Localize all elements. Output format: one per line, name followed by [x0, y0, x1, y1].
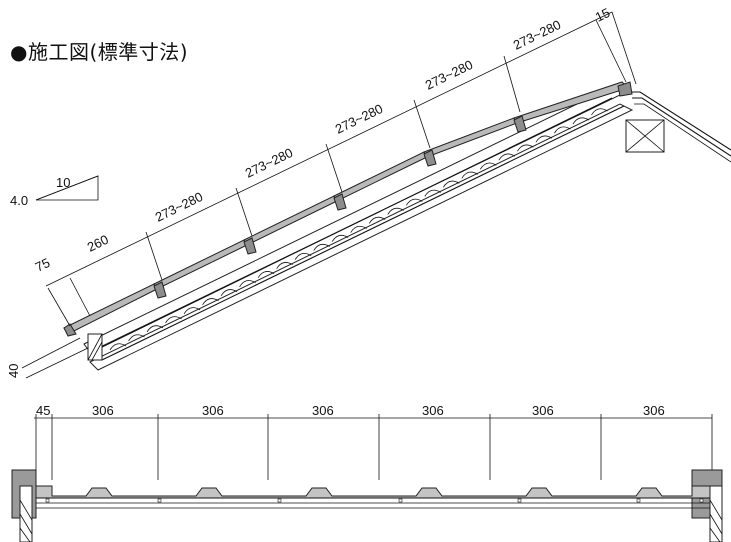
fastener-mark	[45, 498, 50, 503]
tile-wave	[165, 316, 182, 324]
section-dimensions: 15 75 260 273~280 273~280 273~280 273~28…	[6, 5, 637, 379]
spacing-dim-2: 273~280	[243, 145, 295, 181]
tile-wave	[572, 117, 590, 125]
tile-wave	[183, 307, 201, 315]
sheathing-board	[89, 103, 634, 371]
tile-wave	[535, 135, 553, 143]
spacing-dim-3: 273~280	[333, 101, 385, 137]
fastener-mark	[157, 498, 162, 503]
tile-wave	[313, 243, 330, 251]
slope-rise-label: 4.0	[10, 193, 28, 208]
tile-wave	[517, 144, 534, 152]
tile-wave	[276, 262, 293, 269]
ridge-dim: 15	[593, 5, 613, 25]
tile-wave	[480, 162, 497, 170]
plan-width-6: 306	[643, 403, 665, 418]
plan-width-1: 306	[92, 403, 114, 418]
fastener-mark	[699, 498, 704, 503]
tile-wave	[461, 171, 479, 179]
plan-width-4: 306	[422, 403, 444, 418]
tile-wave-layer	[95, 97, 625, 361]
page-title: ●施工図(標準寸法)	[10, 40, 189, 64]
tile-wave	[109, 343, 127, 351]
eave-spacing-dim: 260	[85, 232, 111, 255]
tile-wave	[350, 225, 367, 233]
tile-wave	[146, 325, 164, 333]
tile-wave	[294, 252, 312, 260]
fastener-mark	[277, 498, 282, 503]
spacing-dim-4: 273~280	[423, 57, 475, 93]
plan-view: 45 306 306 306 306 306 306	[11, 403, 723, 542]
spacing-dim-5: 273~280	[511, 17, 563, 53]
tile-wave	[239, 280, 256, 287]
tile-wave	[387, 207, 404, 215]
tile-wave	[591, 108, 608, 116]
plan-width-2: 306	[202, 403, 224, 418]
tile-wave	[554, 126, 571, 134]
tile-wave	[331, 234, 349, 242]
tile-wave	[128, 334, 145, 342]
tile-wave	[368, 216, 386, 224]
tile-wave	[257, 271, 275, 278]
tile-wave	[220, 289, 238, 296]
tile-wave	[498, 153, 516, 161]
slope-indicator: 4.0 10	[10, 175, 99, 208]
roof-section: 15 75 260 273~280 273~280 273~280 273~28…	[6, 5, 731, 379]
plan-width-3: 306	[312, 403, 334, 418]
tile-wave	[202, 298, 219, 306]
eave-detail	[63, 323, 103, 361]
slope-run-label: 10	[56, 175, 70, 190]
tile-wave	[405, 198, 423, 206]
eave-drop-dim: 40	[6, 364, 21, 378]
sheet-profile	[35, 485, 711, 499]
spacing-dim-1: 273~280	[153, 189, 205, 225]
plan-width-5: 306	[532, 403, 554, 418]
ridge-detail	[617, 81, 731, 163]
eave-overhang-dim: 75	[33, 255, 53, 275]
fastener-mark	[398, 498, 403, 503]
fastener-mark	[636, 498, 641, 503]
fastener-mark	[517, 498, 522, 503]
plan-edge-dim: 45	[36, 403, 50, 418]
tile-wave	[442, 180, 460, 188]
tile-wave	[424, 189, 442, 197]
